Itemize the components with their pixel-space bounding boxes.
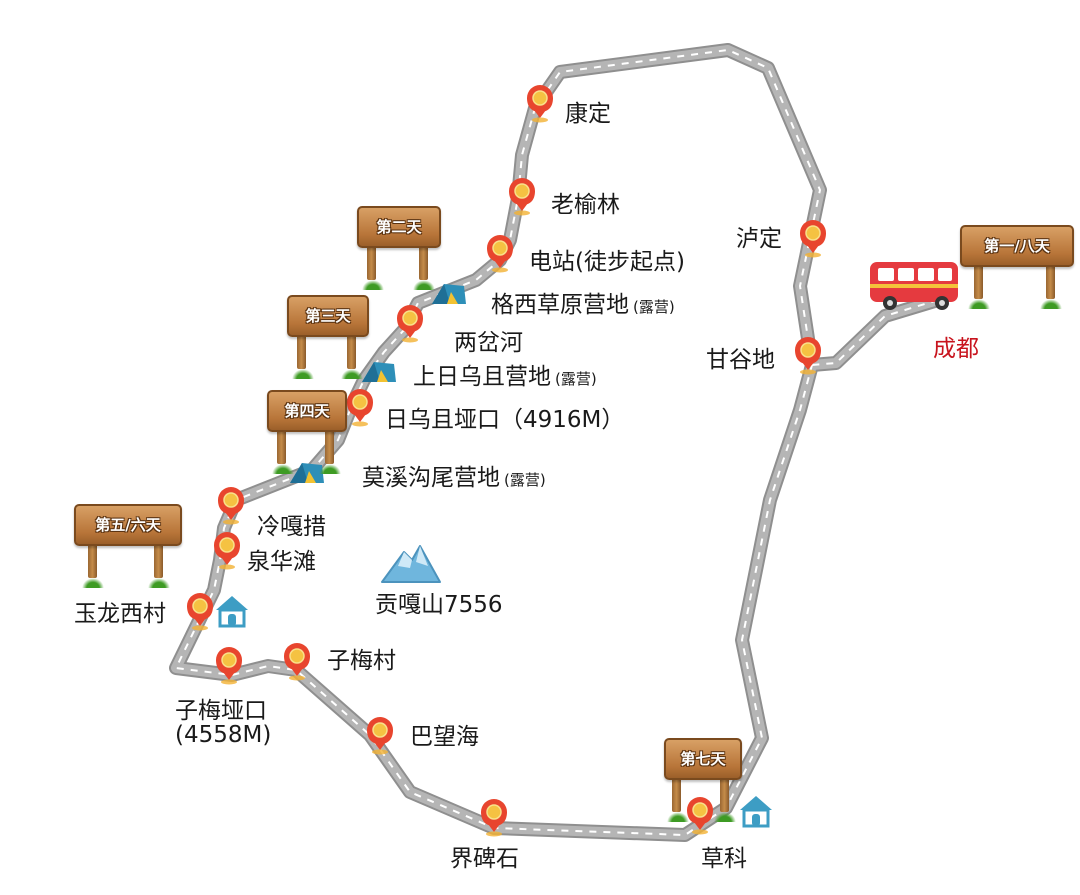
house-icon [738, 794, 774, 828]
label-chengdu: 成都 [933, 336, 979, 362]
sign-day7: 第七天 [664, 728, 742, 828]
label-zimei-pass: 子梅垭口 [175, 698, 267, 724]
sign-day4: 第四天 [267, 380, 347, 480]
label-dianzhan: 电站(徒步起点) [529, 249, 685, 275]
label-liangchahe: 两岔河 [454, 330, 523, 356]
label-zimei-pass-alt: (4558M) [175, 722, 272, 748]
label-caoke: 草科 [701, 846, 747, 872]
label-shangriwu-name: 上日乌且营地 [413, 364, 551, 390]
sign-label: 第五/六天 [95, 516, 161, 534]
sign-label: 第七天 [680, 750, 726, 768]
label-gexi-name: 格西草原营地 [491, 292, 629, 318]
label-riwuqie-pass: 日乌且垭口（4916M） [385, 407, 625, 433]
label-gexi: 格西草原营地(露营) [491, 294, 675, 317]
label-quanhuatan: 泉华滩 [247, 549, 316, 575]
label-zimeicun: 子梅村 [327, 648, 396, 674]
house-icon [214, 594, 250, 628]
sign-day5-6: 第五/六天 [74, 494, 182, 594]
sign-label: 第一/八天 [984, 237, 1050, 255]
sign-label: 第三天 [305, 307, 351, 325]
mountain-icon [381, 545, 441, 583]
label-gexi-note: (露营) [633, 298, 675, 316]
label-kangding: 康定 [565, 101, 611, 127]
label-ganggudi: 甘谷地 [706, 347, 775, 373]
pin-bawanghai [366, 716, 394, 756]
label-shangriwu-note: (露营) [555, 370, 597, 388]
label-lenggacuo: 冷嘎措 [257, 514, 326, 540]
label-gongga: 贡嘎山7556 [375, 592, 503, 618]
label-moxigou-name: 莫溪沟尾营地 [362, 465, 500, 491]
label-moxigou-note: (露营) [504, 471, 546, 489]
sign-label: 第二天 [376, 218, 422, 236]
label-moxigou: 莫溪沟尾营地(露营) [362, 467, 546, 490]
sign-day1-8: 第一/八天 [960, 215, 1074, 315]
sign-day3: 第三天 [287, 285, 369, 385]
label-laoyulin: 老榆林 [551, 192, 620, 218]
sign-day2: 第二天 [357, 196, 441, 296]
bus-icon [870, 262, 958, 310]
label-luding: 泸定 [736, 226, 782, 252]
label-bawanghai: 巴望海 [410, 724, 479, 750]
label-jiebeishi: 界碑石 [450, 846, 519, 872]
sign-label: 第四天 [284, 402, 330, 420]
label-yulongxi: 玉龙西村 [74, 601, 166, 627]
label-shangriwu: 上日乌且营地(露营) [413, 366, 597, 389]
